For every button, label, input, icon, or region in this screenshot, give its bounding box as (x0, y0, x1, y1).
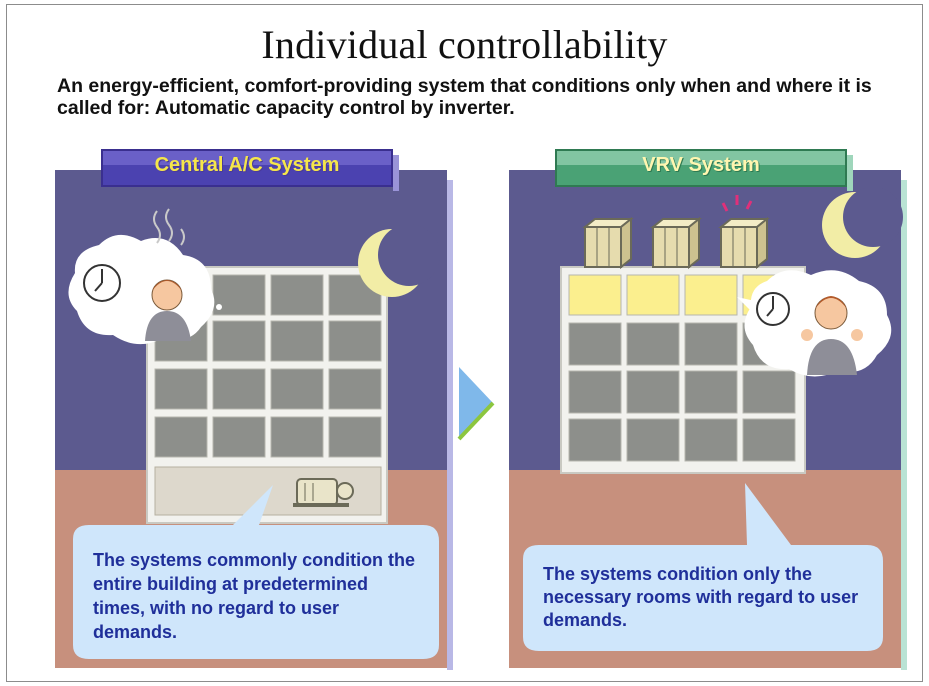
diagram-artwork (55, 149, 907, 670)
person-icon (801, 296, 863, 375)
clock-icon (83, 264, 121, 302)
slide-subtitle: An energy-efficient, comfort-providing s… (57, 75, 872, 119)
right-thought-bubble (737, 270, 892, 377)
left-thought-bubble (68, 208, 222, 345)
right-caption-bubble (523, 483, 883, 651)
slide: Individual controllability An energy-eff… (6, 4, 923, 682)
vrv-system-label: VRV System (642, 154, 760, 176)
left-badge (101, 149, 399, 191)
right-panel (509, 149, 907, 670)
left-panel (55, 149, 453, 670)
slide-title: Individual controllability (261, 22, 668, 67)
central-ac-caption: The systems commonly condition the entir… (93, 550, 416, 642)
arrow-right-icon (457, 367, 495, 441)
clock-icon (756, 292, 790, 326)
central-ac-system-label: Central A/C System (154, 154, 340, 176)
outdoor-unit-icon (582, 195, 770, 270)
right-windows (568, 274, 796, 462)
central-unit-icon (293, 478, 354, 507)
person-icon (145, 279, 191, 341)
right-badge (555, 149, 853, 191)
left-caption-bubble (73, 485, 439, 659)
moon-icon (822, 187, 903, 258)
vrv-caption: The systems condition only the necessary… (543, 564, 859, 630)
moon-icon (358, 224, 440, 297)
